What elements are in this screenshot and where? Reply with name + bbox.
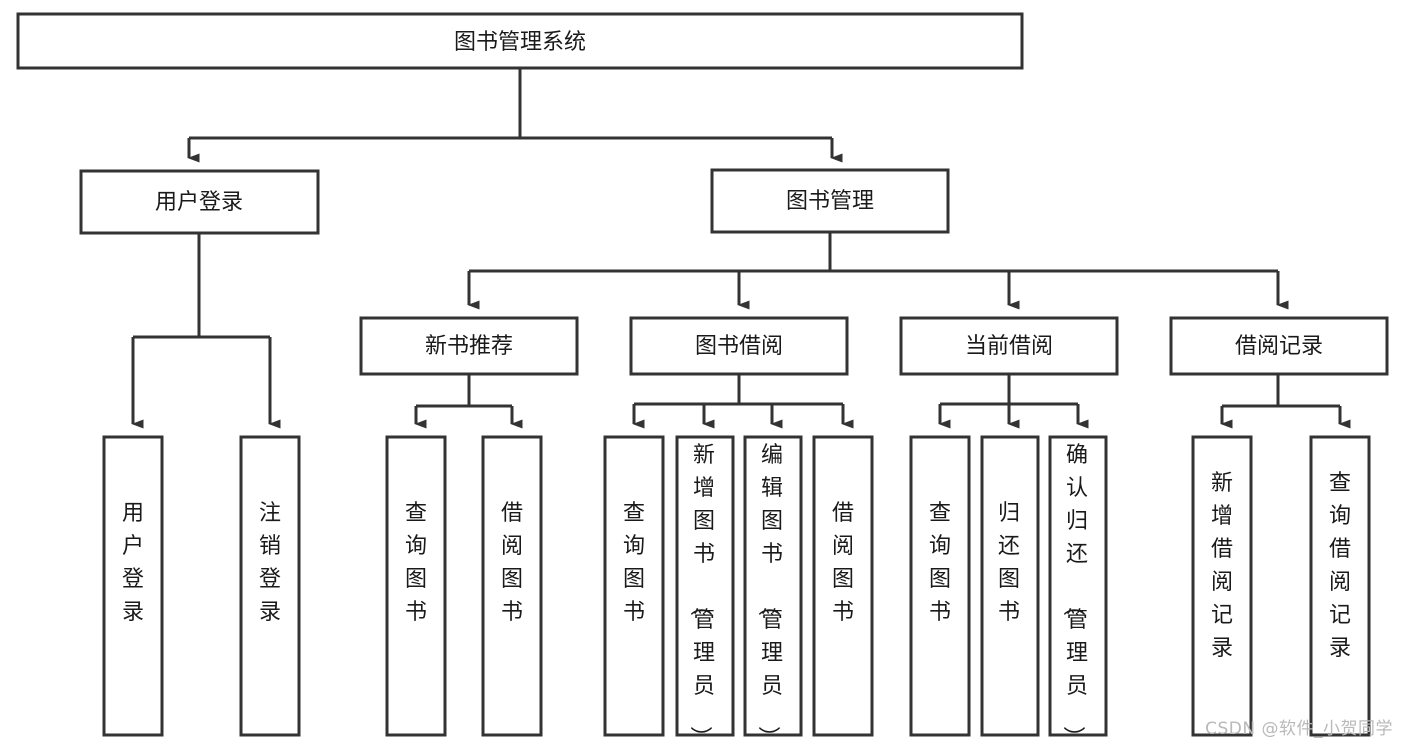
node-borrow-record[interactable]: 借阅记录 — [1169, 316, 1389, 376]
edge-group — [131, 68, 1351, 429]
node-leaf-11-box[interactable] — [1048, 435, 1108, 737]
node-leaf-2-box[interactable] — [239, 435, 301, 737]
node-current-borrow[interactable]: 当前借阅 — [899, 316, 1119, 376]
node-leaf-10-box[interactable] — [980, 435, 1040, 737]
node-leaf-11[interactable]: 确认归还（管理员） — [1048, 435, 1108, 747]
node-leaf-13-box[interactable] — [1309, 435, 1371, 737]
node-leaf-2[interactable]: 注销登录 — [239, 435, 301, 737]
node-new-book-rec-box[interactable] — [359, 316, 579, 376]
node-current-borrow-box[interactable] — [899, 316, 1119, 376]
node-leaf-5-label: 查询图书 — [623, 501, 645, 625]
node-new-book-rec[interactable]: 新书推荐 — [359, 316, 579, 376]
node-borrow-record-box[interactable] — [1169, 316, 1389, 376]
node-leaf-7-box[interactable] — [743, 435, 803, 737]
node-leaf-1[interactable]: 用户登录 — [102, 435, 164, 737]
node-leaf-12[interactable]: 新增借阅记录 — [1191, 435, 1253, 737]
node-leaf-8-label: 借阅图书 — [832, 501, 854, 625]
node-user-login-label: 用户登录 — [155, 190, 243, 215]
node-leaf-6-box[interactable] — [675, 435, 735, 737]
node-leaf-1-box[interactable] — [102, 435, 164, 737]
node-leaf-13[interactable]: 查询借阅记录 — [1309, 435, 1371, 737]
node-leaf-4-box[interactable] — [481, 435, 543, 737]
node-current-borrow-label: 当前借阅 — [965, 334, 1053, 359]
node-leaf-5-box[interactable] — [603, 435, 665, 737]
node-leaf-2-label: 注销登录 — [259, 501, 281, 625]
node-leaf-3-box[interactable] — [385, 435, 447, 737]
node-leaf-4-label: 借阅图书 — [501, 501, 523, 625]
node-leaf-7[interactable]: 编辑图书（管理员） — [743, 435, 803, 747]
node-user-login-box[interactable] — [79, 169, 320, 235]
node-leaf-11-label: 确认归还（管理员） — [1060, 443, 1088, 747]
node-book-borrow[interactable]: 图书借阅 — [629, 316, 849, 376]
node-leaf-6-label: 新增图书（管理员） — [687, 443, 715, 747]
node-leaf-9-box[interactable] — [909, 435, 971, 737]
node-book-manage-label: 图书管理 — [786, 189, 874, 214]
csdn-watermark: CSDN @软件_小贺同学 — [1205, 719, 1393, 739]
node-leaf-3-label: 查询图书 — [405, 501, 427, 625]
node-root[interactable]: 图书管理系统 — [16, 12, 1024, 70]
node-leaf-10-label: 归还图书 — [998, 501, 1020, 625]
node-leaf-3[interactable]: 查询图书 — [385, 435, 447, 737]
node-leaf-4[interactable]: 借阅图书 — [481, 435, 543, 737]
node-borrow-record-label: 借阅记录 — [1235, 334, 1323, 359]
node-leaf-5[interactable]: 查询图书 — [603, 435, 665, 737]
node-leaf-13-label: 查询借阅记录 — [1329, 471, 1351, 661]
node-book-borrow-label: 图书借阅 — [695, 334, 783, 359]
node-leaf-8-box[interactable] — [812, 435, 874, 737]
node-user-login[interactable]: 用户登录 — [79, 169, 320, 235]
node-new-book-rec-label: 新书推荐 — [425, 334, 513, 359]
node-book-manage-box[interactable] — [710, 168, 950, 234]
node-leaf-9[interactable]: 查询图书 — [909, 435, 971, 737]
node-leaf-1-label: 用户登录 — [122, 501, 144, 625]
node-leaf-8[interactable]: 借阅图书 — [812, 435, 874, 737]
node-root-box[interactable] — [16, 12, 1024, 70]
node-leaf-9-label: 查询图书 — [929, 501, 951, 625]
node-leaf-10[interactable]: 归还图书 — [980, 435, 1040, 737]
node-book-manage[interactable]: 图书管理 — [710, 168, 950, 234]
node-book-borrow-box[interactable] — [629, 316, 849, 376]
node-leaf-7-label: 编辑图书（管理员） — [755, 443, 783, 747]
node-leaf-12-box[interactable] — [1191, 435, 1253, 737]
node-root-label: 图书管理系统 — [454, 30, 586, 55]
node-leaf-12-label: 新增借阅记录 — [1211, 471, 1233, 661]
node-leaf-6[interactable]: 新增图书（管理员） — [675, 435, 735, 747]
